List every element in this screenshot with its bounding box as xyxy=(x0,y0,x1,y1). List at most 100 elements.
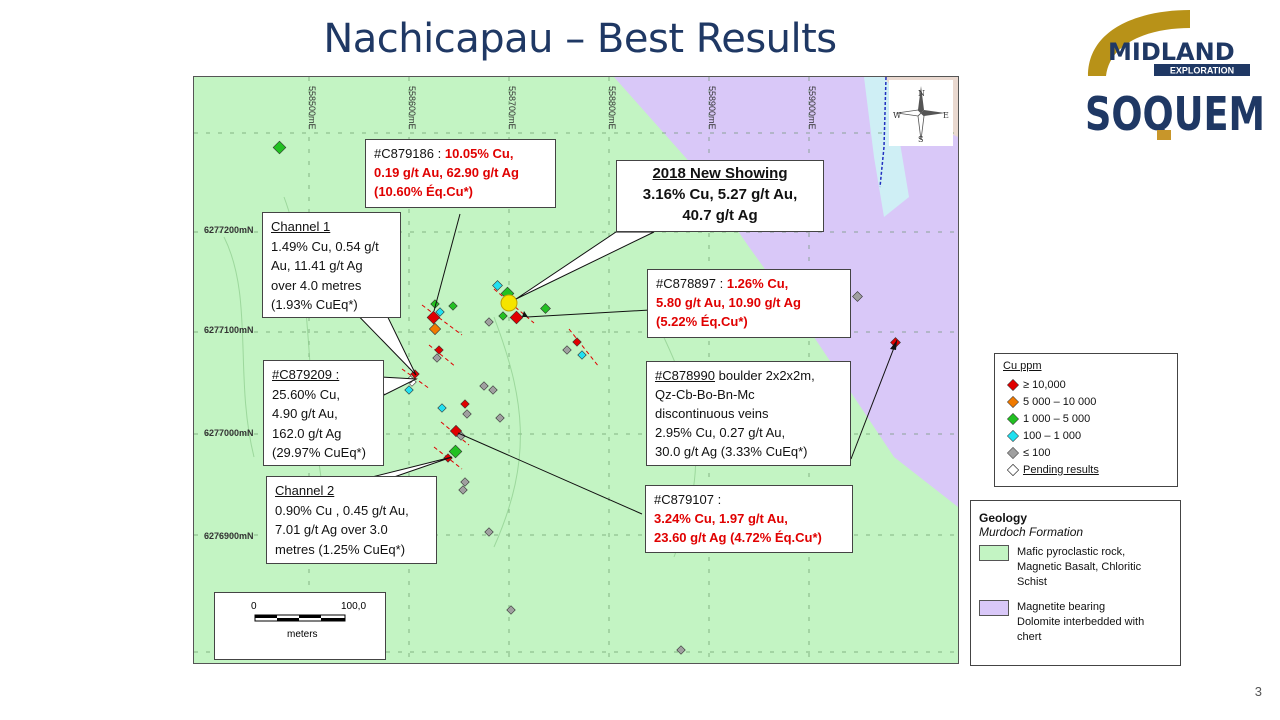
easting-label: 558500mE xyxy=(307,86,317,130)
callout-text: 2.95% Cu, 0.27 g/t Au, xyxy=(655,425,786,440)
north-arrow-compass: N S W E xyxy=(889,80,953,146)
compass-e: E xyxy=(943,111,949,120)
callout-grade: (5.22% Éq.Cu*) xyxy=(656,314,748,329)
legend-item: 1 000 – 5 000 xyxy=(1003,410,1169,427)
geology-unit: Mafic pyroclastic rock, Magnetic Basalt,… xyxy=(979,545,1172,590)
legend-label: 100 – 1 000 xyxy=(1023,429,1082,442)
sample-point xyxy=(506,605,516,615)
sample-point xyxy=(460,399,470,409)
sample-id: #C879186 : xyxy=(374,146,445,161)
legend-label: ≤ 100 xyxy=(1023,446,1051,459)
easting-label: 558900mE xyxy=(707,86,717,130)
sample-point xyxy=(435,307,445,317)
callout-grade: 3.24% Cu, 1.97 g/t Au, xyxy=(654,511,788,526)
sample-point xyxy=(448,444,463,459)
callout-c878990: #C878990 boulder 2x2x2m, Qz-Cb-Bo-Bn-Mc … xyxy=(646,361,851,466)
callout-text: 0.90% Cu , 0.45 g/t Au, xyxy=(275,502,409,518)
callout-text: 25.60% Cu, xyxy=(272,386,340,402)
geology-label: Magnetic Basalt, Chloritic xyxy=(1017,561,1142,573)
callout-2018-showing: 2018 New Showing 3.16% Cu, 5.27 g/t Au, … xyxy=(616,160,824,232)
legend-label: Pending results xyxy=(1023,463,1099,476)
easting-label: 559000mE xyxy=(807,86,817,130)
scale-unit: meters xyxy=(287,629,318,640)
callout-text: (29.97% CuEq*) xyxy=(272,445,366,460)
northing-label: 6276900mN xyxy=(204,531,254,541)
legend-label: ≥ 10,000 xyxy=(1023,378,1066,391)
geology-label: chert xyxy=(1017,631,1042,643)
sample-point xyxy=(577,350,587,360)
page-title: Nachicapau – Best Results xyxy=(323,16,837,62)
geology-label: Magnetite bearing xyxy=(1017,601,1106,613)
sample-point xyxy=(562,345,572,355)
sample-point xyxy=(852,291,863,302)
showing-2018-marker xyxy=(500,294,518,312)
legend-title: Geology xyxy=(979,511,1028,525)
page-number: 3 xyxy=(1254,684,1262,699)
sample-point xyxy=(448,301,458,311)
geology-swatch xyxy=(979,545,1009,561)
callout-grade: 23.60 g/t Ag (4.72% Éq.Cu*) xyxy=(654,530,822,545)
callout-grade: (10.60% Éq.Cu*) xyxy=(374,184,473,199)
sample-point xyxy=(484,527,494,537)
sample-point xyxy=(460,477,470,487)
callout-title: Channel 1 xyxy=(271,219,331,234)
sample-point xyxy=(458,485,468,495)
sample-point xyxy=(495,413,505,423)
midland-text: MIDLAND xyxy=(1108,38,1235,66)
scale-start: 0 xyxy=(251,601,257,612)
legend-item: ≥ 10,000 xyxy=(1003,376,1169,393)
soquem-logo: SOQUEM xyxy=(1085,87,1265,141)
sample-point xyxy=(540,303,551,314)
northing-label: 6277100mN xyxy=(204,325,254,335)
callout-text: over 4.0 metres xyxy=(271,277,362,293)
geology-label: Dolomite interbedded with xyxy=(1017,616,1145,628)
scale-end: 100,0 xyxy=(341,601,366,612)
sample-point xyxy=(676,645,686,655)
sample-point xyxy=(432,353,442,363)
callout-text: 4.90 g/t Au, xyxy=(272,406,338,421)
legend-title: Cu ppm xyxy=(1003,360,1042,372)
sample-id: #C879209 : xyxy=(272,367,340,382)
callout-c879209: #C879209 : 25.60% Cu, 4.90 g/t Au, 162.0… xyxy=(263,360,384,466)
callout-text: discontinuous veins xyxy=(655,406,769,421)
legend-item: Pending results xyxy=(1003,461,1169,478)
sample-point xyxy=(462,409,472,419)
geology-label: Mafic pyroclastic rock, xyxy=(1017,546,1126,558)
sample-point xyxy=(509,310,524,325)
midland-sub-text: EXPLORATION xyxy=(1170,66,1234,76)
sample-point xyxy=(498,311,508,321)
callout-text: (1.93% CuEq*) xyxy=(271,297,358,312)
sample-point xyxy=(488,385,498,395)
callout-title: Channel 2 xyxy=(275,483,335,498)
sample-point xyxy=(426,310,441,325)
sample-id: #C878897 : xyxy=(656,276,727,291)
sample-id: #C878990 xyxy=(655,368,715,383)
callout-channel-2: Channel 2 0.90% Cu , 0.45 g/t Au, 7.01 g… xyxy=(266,476,437,564)
callout-text: 7.01 g/t Ag over 3.0 xyxy=(275,522,388,537)
callout-text: metres (1.25% CuEq*) xyxy=(275,541,406,557)
geology-legend: Geology Murdoch Formation Mafic pyroclas… xyxy=(970,500,1181,666)
sample-point xyxy=(479,381,489,391)
callout-c879107: #C879107 : 3.24% Cu, 1.97 g/t Au, 23.60 … xyxy=(645,485,853,553)
legend-item: 100 – 1 000 xyxy=(1003,427,1169,444)
callout-text: boulder 2x2x2m, xyxy=(715,368,815,383)
callout-channel-1: Channel 1 1.49% Cu, 0.54 g/t Au, 11.41 g… xyxy=(262,212,401,318)
sample-point xyxy=(428,322,442,336)
callout-title: 2018 New Showing xyxy=(652,165,788,182)
sample-point xyxy=(404,385,414,395)
callout-grade: 5.80 g/t Au, 10.90 g/t Ag xyxy=(656,295,801,310)
callout-text: Qz-Cb-Bo-Bn-Mc xyxy=(655,387,755,402)
callout-c879186: #C879186 : 10.05% Cu, 0.19 g/t Au, 62.90… xyxy=(365,139,556,208)
legend-label: 1 000 – 5 000 xyxy=(1023,412,1091,425)
legend-item: ≤ 100 xyxy=(1003,444,1169,461)
sample-point xyxy=(272,140,287,155)
callout-grade: 0.19 g/t Au, 62.90 g/t Ag xyxy=(374,165,519,180)
geology-swatch xyxy=(979,600,1009,616)
legend-subtitle: Murdoch Formation xyxy=(979,525,1084,539)
sample-point xyxy=(572,337,582,347)
geology-label: Schist xyxy=(1017,576,1047,588)
soquem-text: SOQUEM xyxy=(1085,87,1265,141)
callout-text: Au, 11.41 g/t Ag xyxy=(271,258,363,273)
scale-bar: 0 100,0 meters xyxy=(214,592,386,660)
callout-grade: 1.26% Cu, xyxy=(726,276,789,291)
